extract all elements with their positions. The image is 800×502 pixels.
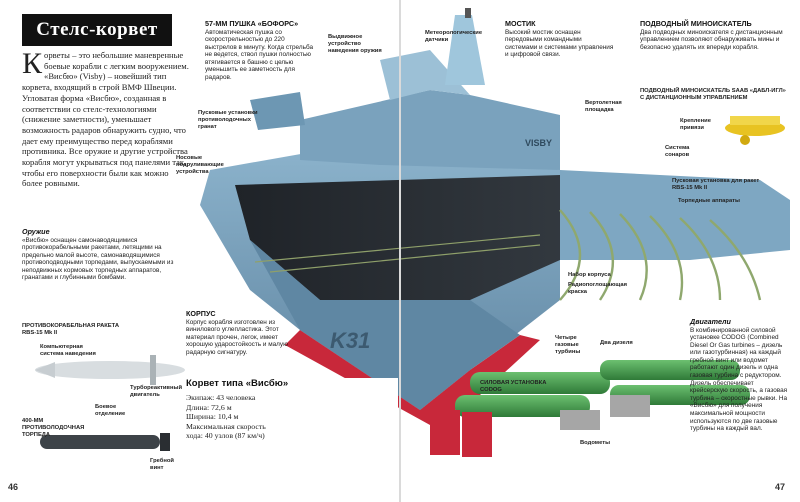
codog-engines: [430, 360, 750, 457]
rov-title: ПОДВОДНЫЙ МИНОИСКАТЕЛЬ SAAB «ДАБЛ-ИГЛ» С…: [640, 88, 786, 101]
specs-heading: Корвет типа «Висбю»: [186, 378, 289, 389]
label-sonar: Система сонаров: [665, 145, 690, 158]
intro-dropcap: К: [22, 47, 43, 80]
minesweeper-text: Два подводных миноискателя с дистанционн…: [640, 28, 783, 51]
specs-row: Максимальная скорость: [186, 421, 266, 431]
label-warhead: Боевое отделение: [95, 404, 126, 417]
label-radar-paint: Радиопоглощающая краска: [568, 282, 627, 295]
label-hull-set: Набор корпуса: [568, 272, 611, 278]
page-title: Стелс-корвет: [22, 14, 172, 46]
engines-callout: Двигатели В комбинированной силовой уста…: [690, 317, 790, 433]
hull-heading: КОРПУС: [186, 309, 216, 318]
railing: [254, 234, 541, 273]
specs-row: Ширина: 10,4 м: [186, 412, 239, 422]
label-bridge-deck: Вертолетная площадка: [585, 100, 622, 113]
gun-callout: 57-ММ ПУШКА «БОФОРС» Автоматическая пушк…: [205, 19, 315, 82]
intro-paragraph: К орветы – это небольшие маневренные бое…: [22, 47, 190, 189]
engines-heading: Двигатели: [690, 317, 731, 326]
minesweeper-callout: ПОДВОДНЫЙ МИНОИСКАТЕЛЬ Два подводных мин…: [640, 19, 790, 51]
label-rbs-launcher: Пусковая установка для ракет RBS-15 Mk I…: [672, 178, 760, 191]
gun-text: Автоматическая пушка со скорострельность…: [205, 28, 314, 82]
label-four-turbines: Четыре газовые турбины: [555, 335, 581, 355]
specs-box: Корвет типа «Висбю» Экипаж: 43 человека …: [186, 378, 398, 490]
mast-sensor: [465, 8, 471, 18]
label-mount: Крепление привязи: [680, 118, 711, 131]
label-meteo: Метеорологические датчики: [425, 30, 483, 43]
intro-text: орветы – это небольшие маневренные боевы…: [22, 50, 189, 189]
rov-minesweeper: [725, 116, 785, 145]
ship-name: VISBY: [525, 138, 553, 148]
label-computer: Компьютерная система наведения: [40, 344, 96, 357]
label-turbojet: Турбореактивный двигатель: [130, 385, 183, 398]
bridge-roof: [380, 50, 470, 100]
engines-text: В комбинированной силовой установке CODO…: [690, 326, 788, 433]
mast: [445, 15, 485, 85]
label-waterjets: Водометы: [580, 440, 611, 446]
label-two-diesels: Два дизеля: [600, 340, 633, 346]
bridge-text: Высокий мостик оснащен передовыми команд…: [505, 28, 614, 59]
gun-heading: 57-ММ ПУШКА «БОФОРС»: [205, 19, 299, 28]
torpedo-title: 400-ММ ПРОТИВОЛОДОЧНАЯ ТОРПЕДА: [22, 418, 85, 438]
weapons-callout: Оружие «Висбю» оснащен самонаводящимися …: [22, 227, 182, 282]
hull-frames: [559, 209, 762, 301]
label-torpedo-tubes: Торпедные аппараты: [678, 198, 740, 204]
specs-row: Длина: 72,6 м: [186, 402, 232, 412]
page-number-right: 47: [775, 482, 786, 492]
bridge-heading: МОСТИК: [505, 19, 536, 28]
aft-hull: [560, 170, 790, 260]
hull-callout: КОРПУС Корпус корабля изготовлен из вини…: [186, 309, 306, 356]
specs-row: Экипаж: 43 человека: [186, 393, 256, 402]
bridge-callout: МОСТИК Высокий мостик оснащен передовыми…: [505, 19, 615, 59]
missile-title: ПРОТИВОКОРАБЕЛЬНАЯ РАКЕТА RBS-15 Mk II: [22, 323, 120, 336]
missile-drawing: [35, 355, 185, 385]
label-launchers: Пусковые установки противолодочных грана…: [198, 110, 258, 130]
hull-side: [250, 240, 520, 410]
hull-text: Корпус корабля изготовлен из винилового …: [186, 318, 288, 356]
specs-row: хода: 40 узлов (87 км/ч): [186, 431, 265, 441]
label-codog: СИЛОВАЯ УСТАНОВКА CODOG: [480, 380, 547, 393]
superstructure: [300, 90, 560, 170]
label-nasal-sonar: Носовые подруливающие устройства: [176, 155, 224, 175]
torpedo-drawing: [40, 433, 170, 451]
page-gutter: [399, 0, 401, 502]
minesweeper-heading: ПОДВОДНЫЙ МИНОИСКАТЕЛЬ: [640, 19, 752, 28]
label-retract-guidance: Выдвижное устройство наведения оружия: [328, 34, 382, 54]
page-number-left: 46: [8, 482, 19, 492]
weapons-heading: Оружие: [22, 227, 50, 236]
hull-mark: K31: [330, 328, 371, 353]
weapons-text: «Висбю» оснащен самонаводящимися противо…: [22, 236, 174, 282]
gun-turret: [250, 92, 305, 130]
label-propeller: Гребной винт: [150, 458, 174, 471]
